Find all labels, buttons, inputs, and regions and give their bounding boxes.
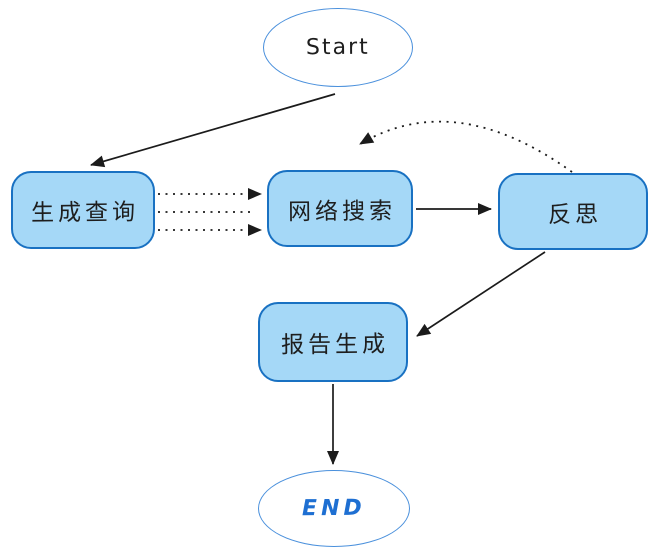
node-start-label: Start (306, 34, 370, 61)
node-reflection-label: 反思 (547, 201, 603, 228)
node-start: Start (263, 8, 413, 87)
node-web-search-label: 网络搜索 (287, 198, 397, 225)
node-generate-query: 生成查询 (11, 171, 155, 249)
edge-reflection-to-web-search-curve (359, 120, 573, 173)
node-report-generation: 报告生成 (258, 302, 408, 382)
node-web-search: 网络搜索 (267, 170, 413, 247)
node-end: END (258, 470, 410, 547)
edge-start-to-generate-query (90, 93, 336, 168)
node-reflection: 反思 (498, 173, 648, 250)
node-end-label: END (302, 495, 366, 522)
node-report-generation-label: 报告生成 (280, 331, 390, 359)
node-generate-query-label: 生成查询 (30, 199, 140, 227)
edge-reflection-to-report-generation (416, 251, 546, 337)
